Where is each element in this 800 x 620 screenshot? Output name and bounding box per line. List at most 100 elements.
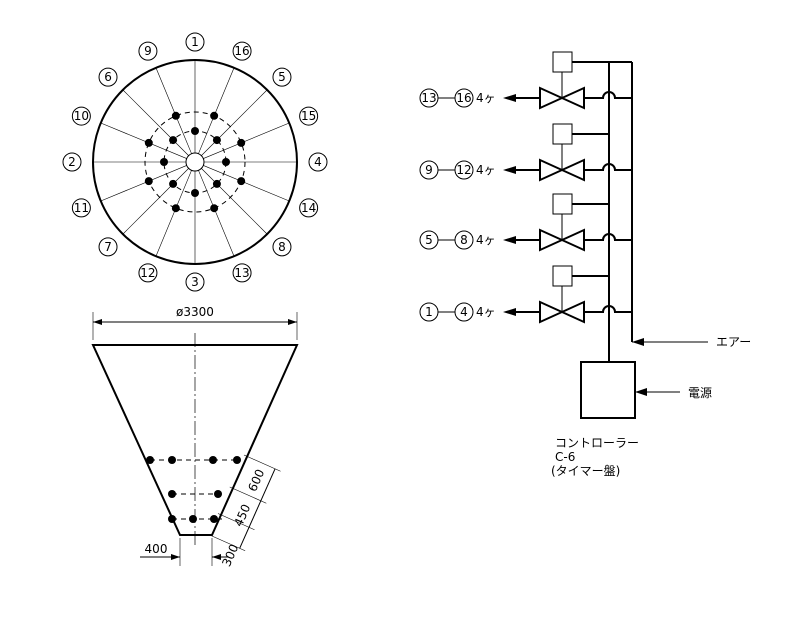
radial-line (203, 165, 290, 202)
side-nozzle-dot (210, 515, 218, 523)
controller-type: (タイマー盤) (551, 464, 620, 478)
bottom-dim-arrow-right (212, 554, 221, 560)
group-end: 8 (460, 233, 468, 247)
nozzle-dot (160, 158, 168, 166)
label-circle (71, 106, 91, 126)
nozzle-number: 14 (301, 201, 316, 215)
nozzle-dots (144, 111, 246, 213)
valve-symbol (539, 158, 585, 182)
side-nozzle-dot (233, 456, 241, 464)
nozzle-number: 15 (301, 109, 316, 123)
side-nozzle-dot (168, 490, 176, 498)
nozzle-dot (144, 177, 153, 186)
solenoid-box (552, 265, 573, 287)
radial-line (100, 122, 187, 159)
group-start: 13 (421, 91, 436, 105)
nozzle-dot (171, 111, 180, 120)
radial-line (198, 170, 235, 257)
nozzle-label-9: 9 (138, 41, 158, 61)
side-nozzle-dot (209, 456, 217, 464)
nozzle-label-16: 16 (232, 41, 252, 61)
label-circle (185, 32, 205, 52)
nozzle-number: 11 (74, 201, 89, 215)
valve-symbol (539, 86, 585, 110)
nozzle-number: 16 (234, 44, 249, 58)
bottom-dim-arrow-left (171, 554, 180, 560)
nozzle-dot (191, 189, 199, 197)
side-nozzle-dot (189, 515, 197, 523)
radial-line (100, 165, 187, 202)
nozzle-label-13: 13 (232, 263, 252, 283)
nozzle-dot (212, 136, 221, 145)
nozzle-dot (169, 179, 178, 188)
nozzle-number: 8 (278, 240, 286, 254)
cone-body (91, 344, 299, 536)
nozzle-label-4: 4 (308, 152, 328, 172)
solenoid-box (552, 193, 573, 215)
nozzle-dot (237, 138, 246, 147)
side-nozzle-dot (168, 456, 176, 464)
nozzle-label-10: 10 (71, 106, 91, 126)
controller-box (580, 361, 636, 419)
side-nozzle-dot (168, 515, 176, 523)
nozzle-number: 7 (104, 240, 112, 254)
radial-line (122, 89, 189, 156)
outer-nozzle-ring (144, 111, 246, 213)
radial-lines (93, 60, 297, 264)
nozzle-number: 4 (314, 155, 322, 169)
air-arrow (632, 338, 644, 346)
label-circle (138, 263, 158, 283)
nozzle-label-8: 8 (272, 237, 292, 257)
label-circle (62, 152, 82, 172)
power-arrow (635, 388, 647, 396)
inclined-dimension-lines (208, 454, 281, 552)
label-circle (185, 272, 205, 292)
nozzle-dot (171, 204, 180, 213)
nozzle-label-6: 6 (98, 67, 118, 87)
outlet-arrow (503, 236, 516, 244)
group-end-circle (454, 302, 474, 322)
nozzle-dot (191, 127, 199, 135)
label-circle (299, 106, 319, 126)
label-circle (232, 263, 252, 283)
nozzle-label-7: 7 (98, 237, 118, 257)
nozzle-number: 6 (104, 70, 112, 84)
nozzle-dot (144, 138, 153, 147)
side-nozzle-dot (146, 456, 154, 464)
label-circle (272, 67, 292, 87)
group-end-circle (454, 88, 474, 108)
dim-300: 300 (219, 542, 241, 569)
power-label: 電源 (688, 386, 712, 400)
nozzle-label-3: 3 (185, 272, 205, 292)
bottom-width-label: 400 (145, 542, 168, 556)
radial-line (122, 168, 189, 235)
label-circle (272, 237, 292, 257)
label-circle (308, 152, 328, 172)
label-circle (299, 198, 319, 218)
group-end: 12 (456, 163, 471, 177)
air-label: エアー (716, 335, 751, 349)
outlet-arrow (503, 308, 516, 316)
nozzle-dot (222, 158, 230, 166)
group-end-circle (454, 160, 474, 180)
radial-line (155, 67, 192, 154)
outlet-arrow (503, 166, 516, 174)
label-circle (232, 41, 252, 61)
group-count: 4ヶ (476, 305, 496, 319)
nozzle-number: 5 (278, 70, 286, 84)
side-view: ø3300 600 450 300 400 (91, 305, 299, 569)
group-start: 5 (425, 233, 433, 247)
controller-model: C-6 (555, 450, 575, 464)
nozzle-dot (212, 179, 221, 188)
label-circle (138, 41, 158, 61)
group-end-circle (454, 230, 474, 250)
nozzle-number: 3 (191, 275, 199, 289)
nozzle-dot (210, 204, 219, 213)
